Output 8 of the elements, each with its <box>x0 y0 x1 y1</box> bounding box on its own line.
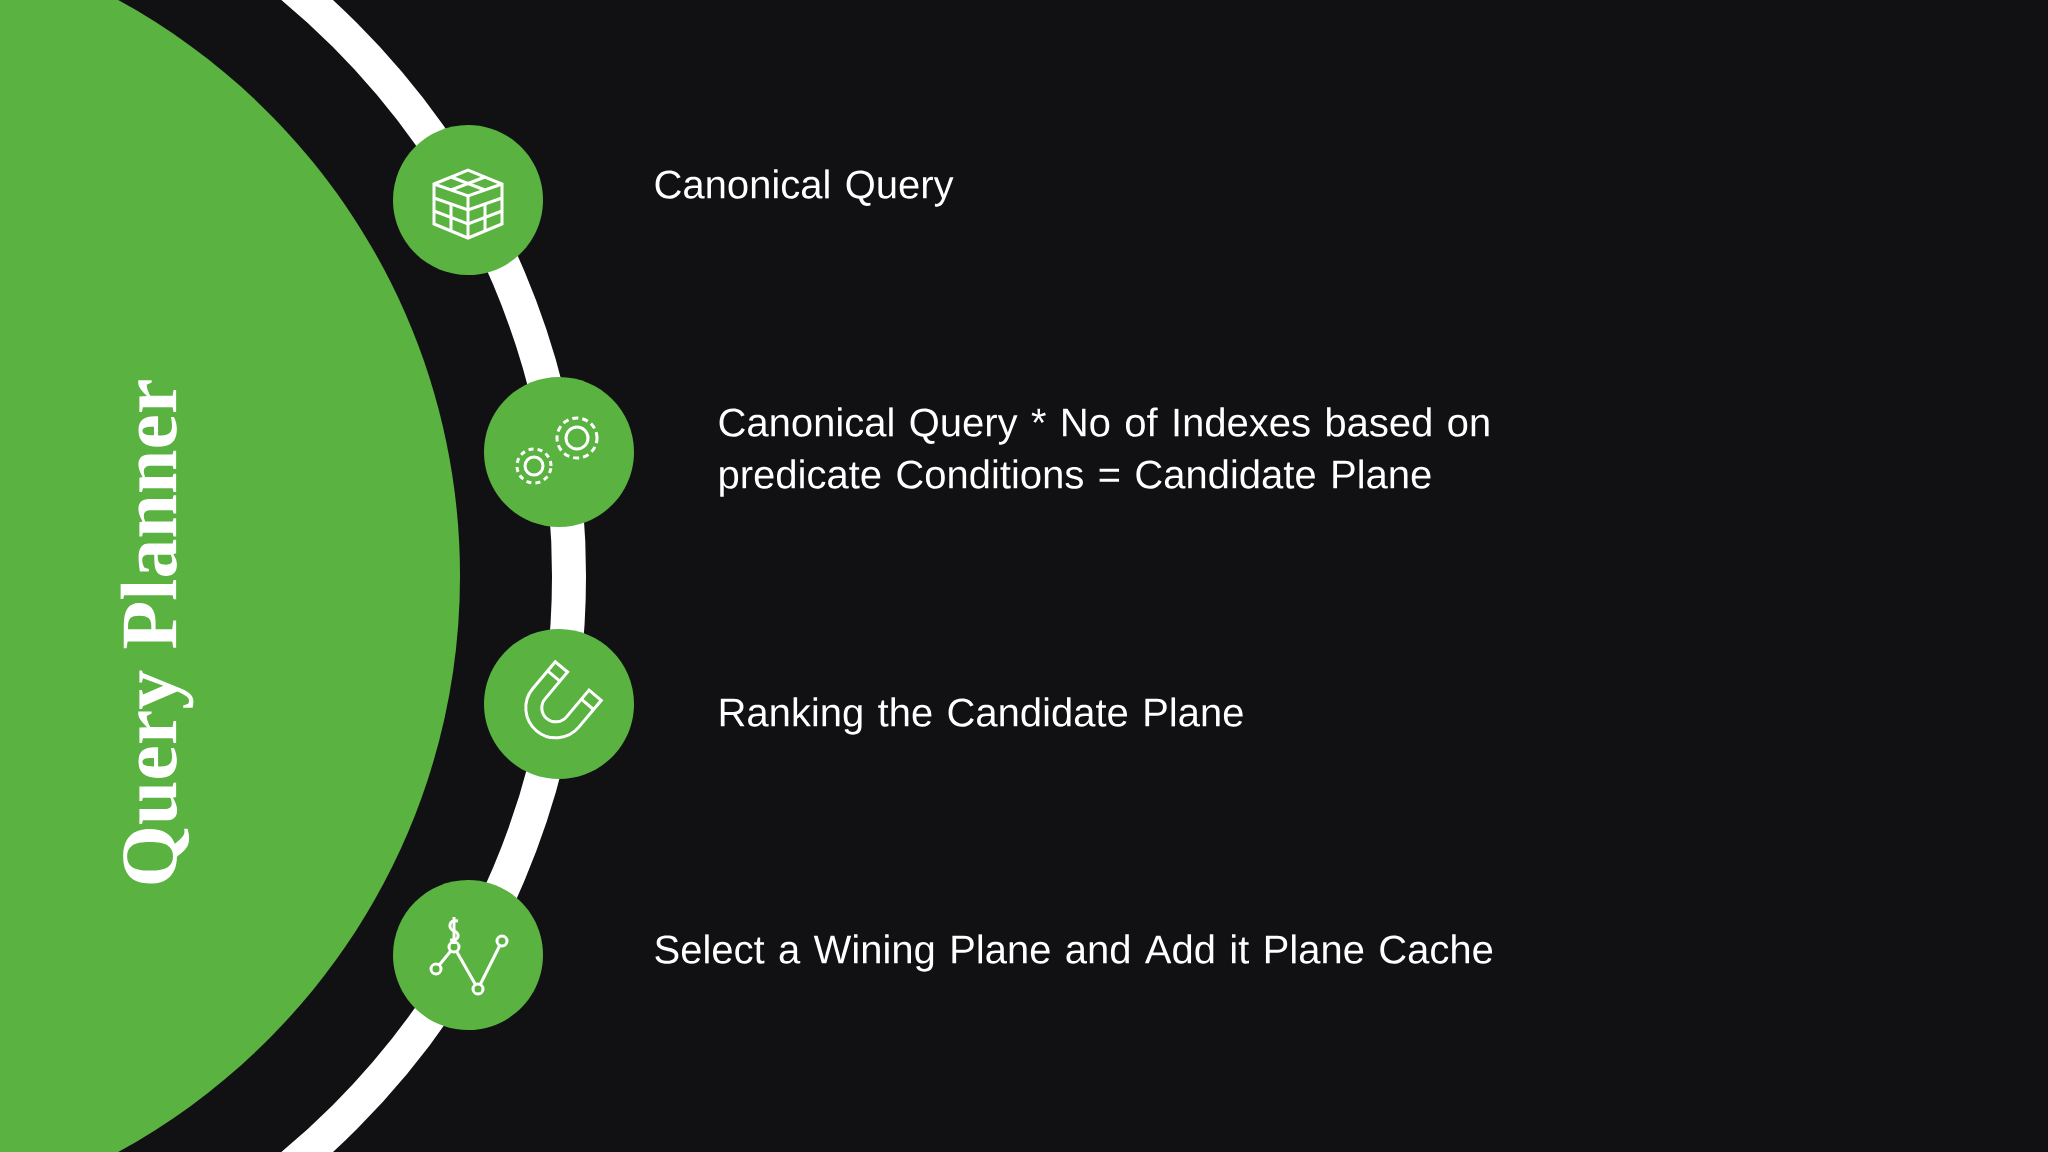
step-text: Ranking the Candidate Plane <box>720 697 1243 735</box>
icon-circle <box>484 629 634 779</box>
icon-circle <box>393 125 543 275</box>
step-text: Canonical Query <box>655 169 954 207</box>
step-text: Canonical Query * No of Indexes based on predicate Conditions = Candidate Plane <box>719 407 1489 497</box>
step-text: Select a Wining Plane and Add it Plane Cache <box>655 934 1493 972</box>
icon-circle <box>484 377 634 527</box>
icon-circle <box>393 880 543 1030</box>
